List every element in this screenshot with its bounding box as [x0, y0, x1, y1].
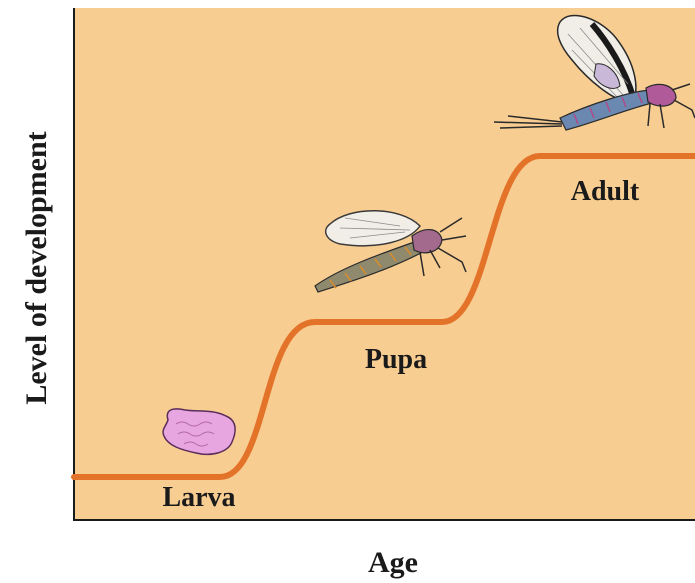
stage-label-adult: Adult — [571, 176, 640, 207]
stage-label-pupa: Pupa — [365, 344, 427, 375]
y-axis-label: Level of development — [20, 131, 53, 404]
stage-label-larva: Larva — [162, 482, 235, 513]
x-axis-label: Age — [368, 546, 418, 579]
